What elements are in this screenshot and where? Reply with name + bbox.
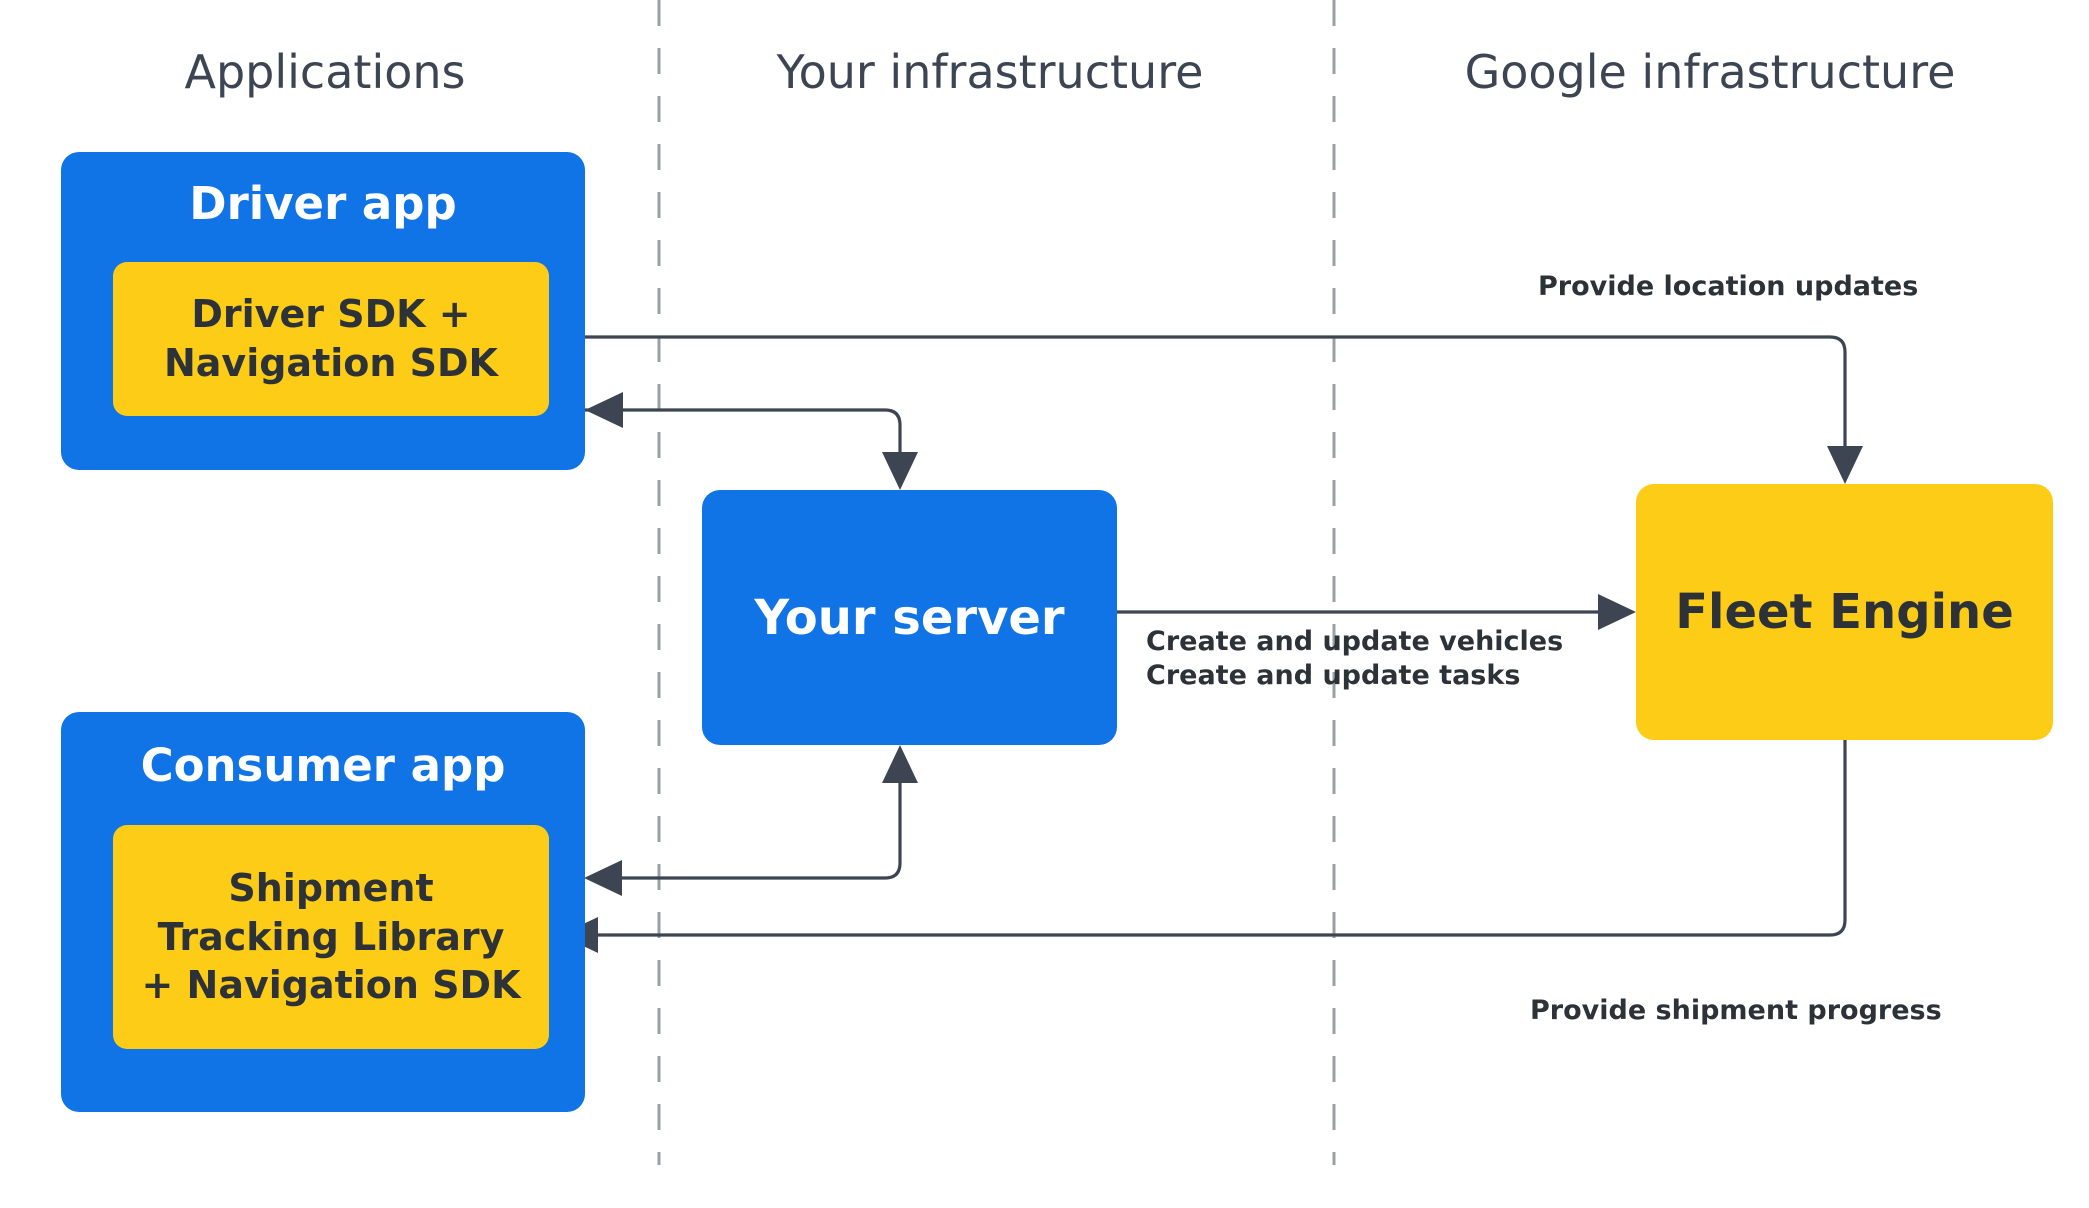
edge-server-to-driver-path xyxy=(585,408,902,465)
node-fleet-engine[interactable]: Fleet Engine xyxy=(1636,484,2053,740)
node-driver-app[interactable]: Driver app Driver SDK + Navigation SDK xyxy=(61,152,585,470)
your-server-label: Your server xyxy=(754,589,1065,646)
edge-create-update-arrowhead xyxy=(1598,594,1636,630)
edge-label-create-update: Create and update vehicles Create and up… xyxy=(1146,625,1563,693)
edge-server-to-consumer-path xyxy=(608,770,902,880)
edge-label-shipment-progress: Provide shipment progress xyxy=(1530,995,1942,1026)
edge-server-bottom-arrowhead xyxy=(882,745,918,783)
edge-label-location-updates: Provide location updates xyxy=(1538,271,1919,302)
edge-label-create-update-line2: Create and update tasks xyxy=(1146,660,1521,692)
node-consumer-sdk[interactable]: Shipment Tracking Library + Navigation S… xyxy=(113,825,549,1049)
column-heading-google-infrastructure: Google infrastructure xyxy=(1464,45,1956,99)
node-your-server[interactable]: Your server xyxy=(702,490,1117,745)
column-heading-applications: Applications xyxy=(184,45,466,99)
node-consumer-app[interactable]: Consumer app Shipment Tracking Library +… xyxy=(61,712,585,1112)
driver-sdk-label: Driver SDK + Navigation SDK xyxy=(163,292,499,385)
edge-server-to-driver-arrowhead xyxy=(882,452,918,490)
driver-app-title: Driver app xyxy=(189,177,457,230)
edge-label-create-update-line1: Create and update vehicles xyxy=(1146,626,1564,657)
consumer-sdk-label: Shipment Tracking Library + Navigation S… xyxy=(141,866,521,1008)
edge-shipment-progress-path xyxy=(584,740,1847,937)
edge-driver-inbound-arrowhead xyxy=(585,392,623,428)
column-heading-your-infrastructure: Your infrastructure xyxy=(776,45,1204,99)
edge-location-updates-arrowhead xyxy=(1827,446,1863,484)
edge-location-updates-path xyxy=(560,335,1847,460)
node-driver-sdk[interactable]: Driver SDK + Navigation SDK xyxy=(113,262,549,416)
consumer-app-title: Consumer app xyxy=(140,739,506,792)
fleet-engine-label: Fleet Engine xyxy=(1675,584,2014,640)
edge-server-to-consumer-arrowhead xyxy=(584,860,622,896)
